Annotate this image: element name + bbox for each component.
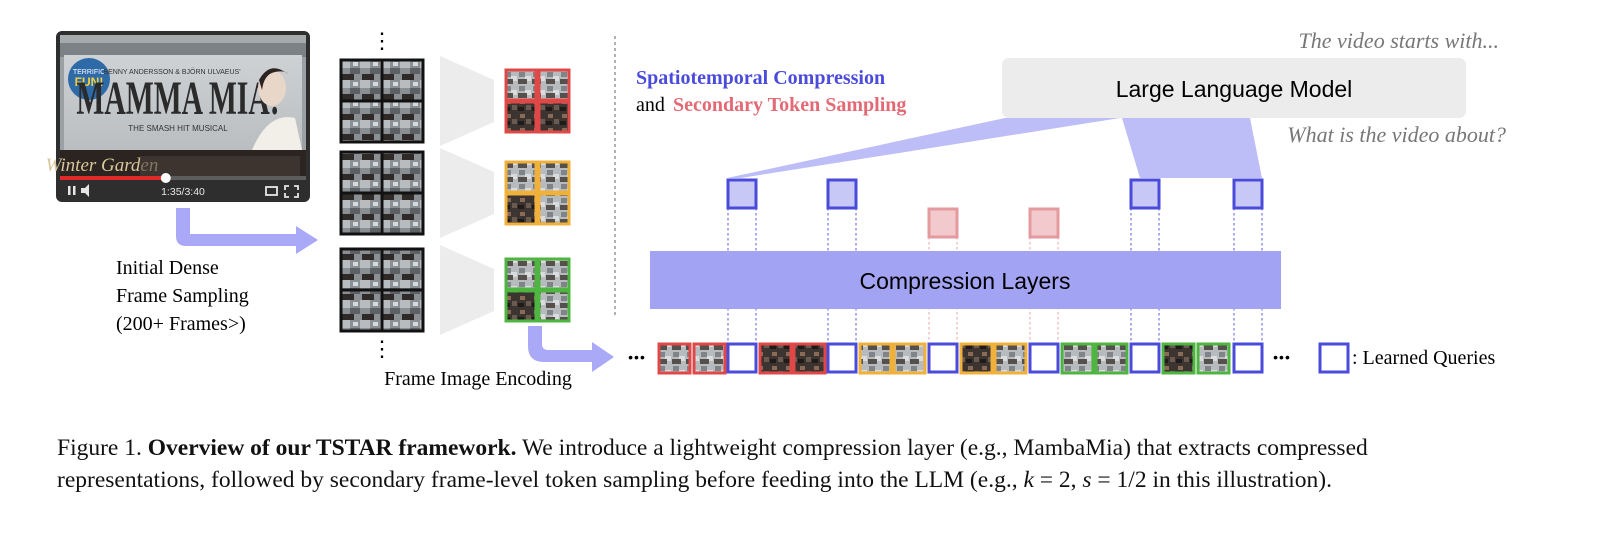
poster-header: BENNY ANDERSSON & BJÖRN ULVAEUS' [103,68,240,76]
token-sequence [657,342,1264,375]
video-timestamp: 1:35/3:40 [161,186,205,198]
figure-label: Figure 1. [57,435,142,461]
token-red [758,342,793,375]
output-query-4 [1232,178,1264,210]
progress-fill [60,176,166,180]
token-green [1196,342,1231,375]
caption-title: Overview of our TSTAR framework. [147,435,517,461]
initial-sampling-label-3: (200+ Frames>) [116,313,246,335]
token-yellow [892,342,927,375]
secondary-sampling-title: Secondary Token Sampling [673,94,906,116]
legend-query-swatch [1318,342,1350,374]
token-yellow [993,342,1028,375]
token-yellow [959,342,994,375]
figure-caption: Figure 1. Overview of our TSTAR framewor… [57,432,1557,496]
sampling-arrow [176,208,318,254]
fullscreen-icon [284,185,299,198]
pause-icon [68,186,71,195]
token-green [1161,342,1196,375]
sequence-ellipsis-left: ••• [628,349,646,365]
token-red [692,342,727,375]
and-word: and [636,94,665,116]
learned-query-token [726,342,758,374]
speaker-icon [81,184,89,197]
caption-s-var: s [1082,467,1092,493]
prompt-bottom: What is the video about? [1287,122,1506,147]
video-player[interactable]: TERRIFIC FUN! BENNY ANDERSSON & BJÖRN UL… [46,31,310,202]
learned-query-token [927,342,959,374]
learned-query-token [1028,342,1060,374]
token-green [1094,342,1129,375]
sampled-frames [339,58,425,333]
encoding-arrow [528,326,614,372]
learned-query-token [826,342,858,374]
theater-icon [265,186,278,196]
sequence-ellipsis-right: ••• [1273,349,1291,365]
caption-line-2: representations, followed by secondary f… [57,464,1557,496]
poster-badge [68,58,110,100]
llm-input-funnel-left [727,118,1120,178]
learned-query-token [1232,342,1264,374]
token-yellow [858,342,893,375]
frame-encoding-label: Frame Image Encoding [384,368,572,390]
encoder-shape-2 [440,148,494,238]
tstar-diagram: TERRIFIC FUN! BENNY ANDERSSON & BJÖRN UL… [46,28,1506,390]
caption-k-var: k [1023,467,1034,493]
token-red [657,342,692,375]
encoded-tokens-red [504,68,571,134]
pause-button[interactable] [68,186,76,195]
compression-title: Spatiotemporal Compression [636,67,885,89]
encoded-tokens-green [504,257,571,323]
frames-ellipsis-bottom: ⋮ [371,336,393,361]
learned-query-token [1129,342,1161,374]
initial-sampling-label-1: Initial Dense [116,257,219,279]
poster-subtitle: THE SMASH HIT MUSICAL [128,124,228,133]
caption-k-eq: = 2, [1039,467,1077,493]
legend-label: : Learned Queries [1352,347,1495,369]
frame-1 [339,58,425,144]
theater-mode-button[interactable] [265,186,278,196]
llm-input-funnel-right [1122,118,1262,178]
caption-s-eq: = 1/2 in this illustration). [1097,467,1332,493]
frame-3 [339,247,425,333]
frames-ellipsis-top: ⋮ [371,28,393,53]
caption-line1-text: We introduce a lightweight compression l… [521,435,1368,461]
caption-line-1: Figure 1. Overview of our TSTAR framewor… [57,432,1557,464]
volume-button[interactable] [81,184,89,197]
encoder-shape-1 [440,56,494,146]
prompt-top: The video starts with... [1299,28,1499,53]
poster-badge-text-2: FUN! [75,75,104,89]
compression-layers [650,251,1281,309]
frame-2 [339,150,425,236]
progress-track[interactable] [60,176,306,180]
initial-sampling-label-2: Frame Sampling [116,285,249,307]
token-red [792,342,827,375]
progress-handle[interactable] [160,173,171,183]
output-query-1 [726,178,758,210]
compression-layers-label: Compression Layers [860,268,1071,294]
encoded-tokens-yellow [504,160,571,226]
token-green [1060,342,1095,375]
llm-box [1002,58,1466,118]
poster-badge-text-1: TERRIFIC [73,69,105,76]
llm-label: Large Language Model [1116,76,1353,102]
fullscreen-button[interactable] [284,185,299,198]
output-query-2 [826,178,858,210]
sampled-query-2 [1028,207,1060,239]
poster-title: MAMMA MIA! [76,72,279,125]
sampled-query-1 [927,207,959,239]
marquee-text: Winter Garden [46,155,159,176]
caption-line2-text: representations, followed by secondary f… [57,467,1018,493]
encoder-shape-3 [440,245,494,335]
output-query-3 [1129,178,1161,210]
